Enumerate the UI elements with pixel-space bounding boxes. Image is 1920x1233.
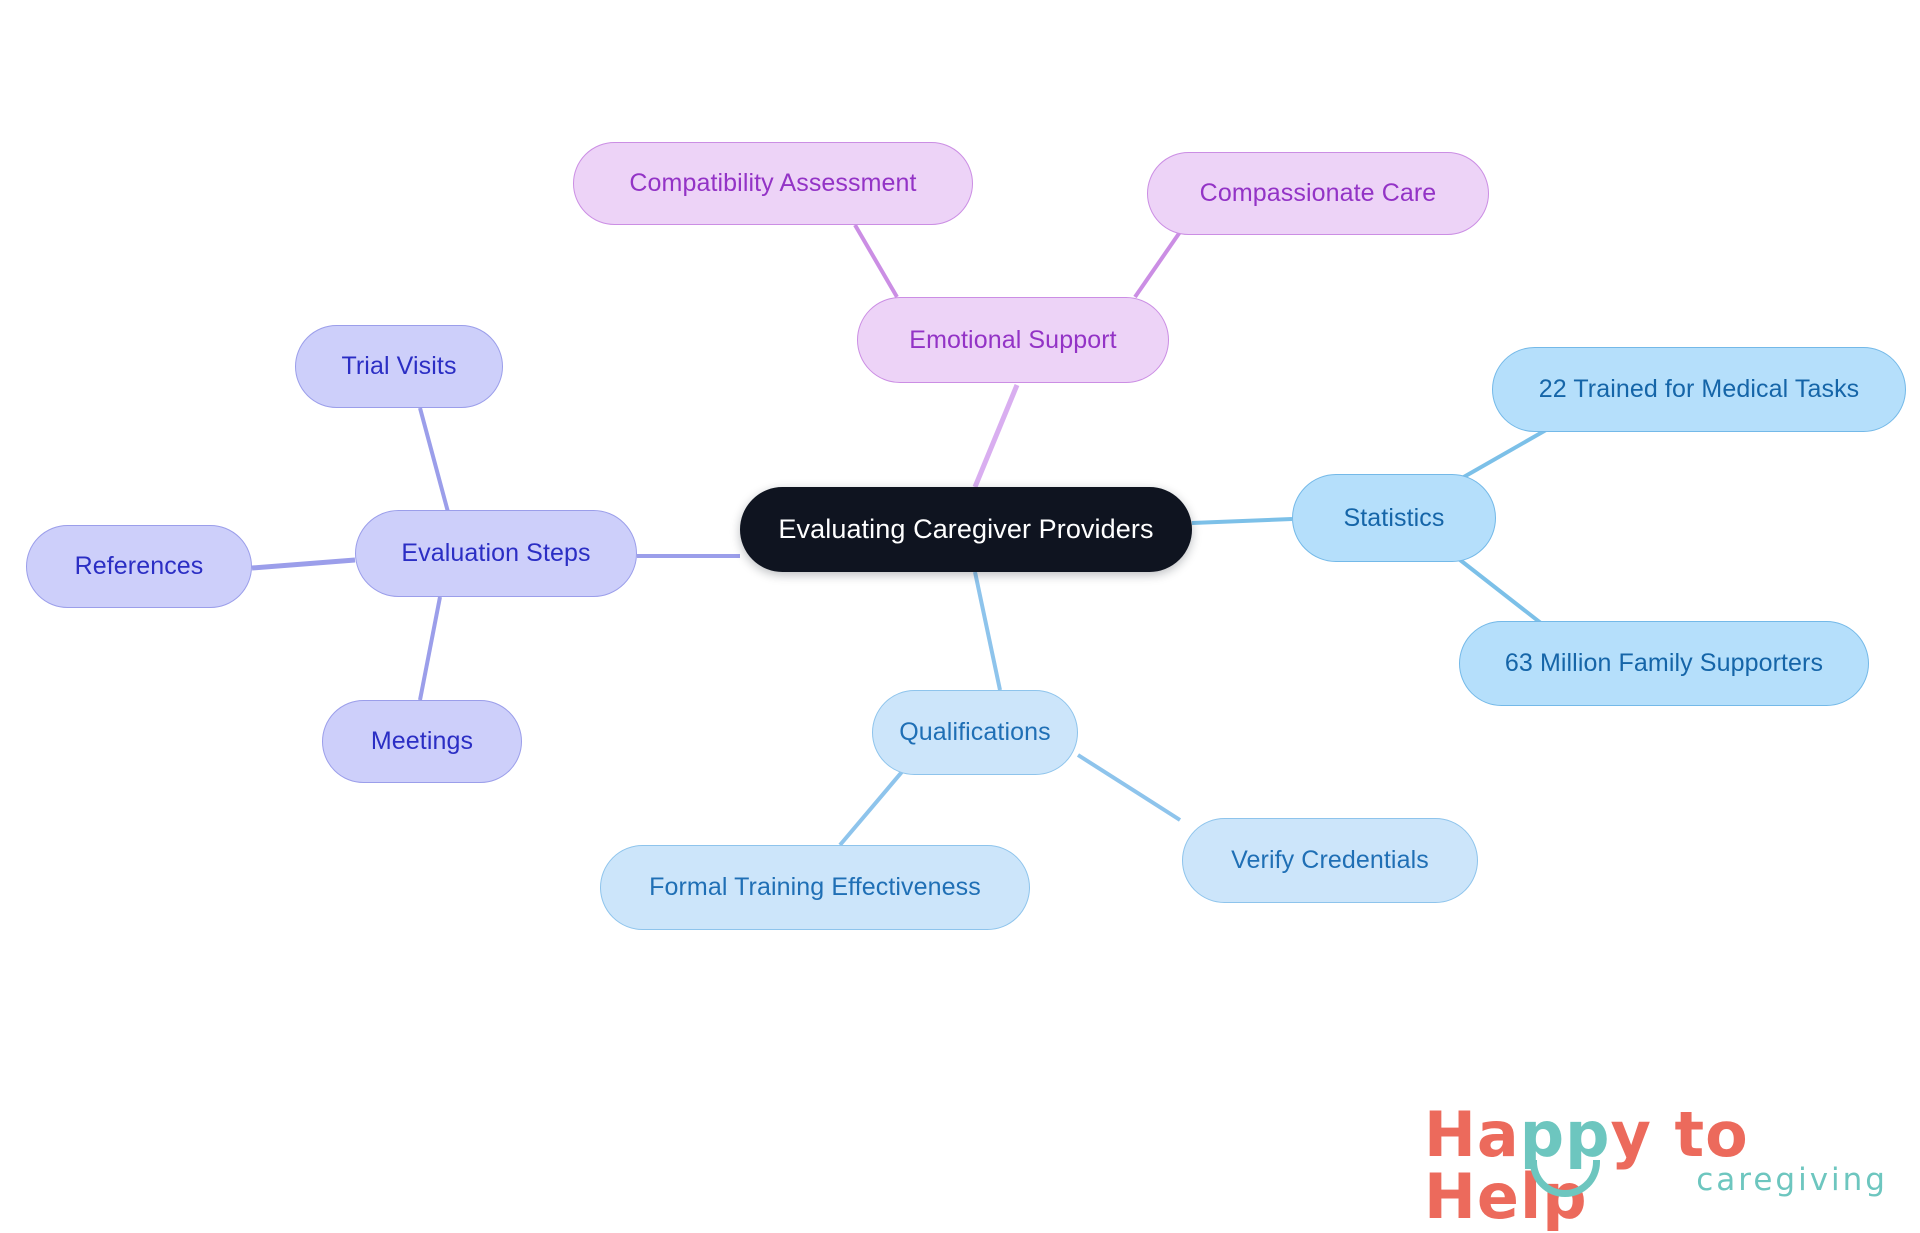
node-qualifications-label: Qualifications — [899, 718, 1051, 746]
node-meetings-label: Meetings — [370, 727, 474, 755]
node-compassionate-care-label: Compassionate Care — [1199, 179, 1437, 207]
edge-root-emotional-support — [972, 384, 1020, 488]
edge-evaluation-steps-references — [251, 557, 356, 571]
node-references-label: References — [74, 552, 204, 580]
logo-subtitle: caregiving — [1696, 1162, 1888, 1198]
logo-word-to: to — [1651, 1098, 1749, 1171]
node-root[interactable]: Evaluating Caregiver Providers — [740, 487, 1192, 572]
node-emotional-support[interactable]: Emotional Support — [857, 297, 1169, 383]
node-compassionate-care[interactable]: Compassionate Care — [1147, 152, 1489, 235]
edge-root-statistics — [1191, 517, 1293, 525]
node-family-supporters[interactable]: 63 Million Family Supporters — [1459, 621, 1869, 706]
edge-qualifications-verify-credentials — [1076, 753, 1182, 822]
brand-logo: Happy to Help caregiving — [1424, 1104, 1894, 1228]
edge-emotional-support-compatibility — [853, 223, 899, 299]
node-formal-training-effectiveness[interactable]: Formal Training Effectiveness — [600, 845, 1030, 930]
edge-evaluation-steps-trial-visits — [418, 407, 450, 513]
node-references[interactable]: References — [26, 525, 252, 608]
node-trial-visits-label: Trial Visits — [341, 352, 457, 380]
logo-letter-y: y — [1610, 1098, 1652, 1171]
node-trained-medical-tasks-label: 22 Trained for Medical Tasks — [1538, 375, 1860, 403]
logo-letter-h: H — [1424, 1098, 1477, 1171]
node-trial-visits[interactable]: Trial Visits — [295, 325, 503, 408]
logo-letters-pp: pp — [1519, 1098, 1611, 1171]
node-formal-training-effectiveness-label: Formal Training Effectiveness — [649, 873, 981, 901]
node-trained-medical-tasks[interactable]: 22 Trained for Medical Tasks — [1492, 347, 1906, 432]
logo-letter-a: a — [1476, 1098, 1520, 1171]
node-family-supporters-label: 63 Million Family Supporters — [1504, 649, 1824, 677]
edge-emotional-support-compassionate — [1133, 230, 1182, 299]
node-qualifications[interactable]: Qualifications — [872, 690, 1078, 775]
node-emotional-support-label: Emotional Support — [909, 325, 1117, 354]
node-evaluation-steps[interactable]: Evaluation Steps — [355, 510, 637, 597]
node-root-label: Evaluating Caregiver Providers — [778, 514, 1154, 544]
node-compatibility-assessment-label: Compatibility Assessment — [629, 169, 917, 197]
node-statistics-label: Statistics — [1343, 503, 1445, 532]
node-meetings[interactable]: Meetings — [322, 700, 522, 783]
node-compatibility-assessment[interactable]: Compatibility Assessment — [573, 142, 973, 225]
node-verify-credentials-label: Verify Credentials — [1231, 846, 1429, 874]
edge-evaluation-steps-meetings — [418, 596, 442, 701]
node-verify-credentials[interactable]: Verify Credentials — [1182, 818, 1478, 903]
node-evaluation-steps-label: Evaluation Steps — [401, 539, 591, 567]
node-statistics[interactable]: Statistics — [1292, 474, 1496, 562]
edge-root-qualifications — [973, 571, 1002, 691]
